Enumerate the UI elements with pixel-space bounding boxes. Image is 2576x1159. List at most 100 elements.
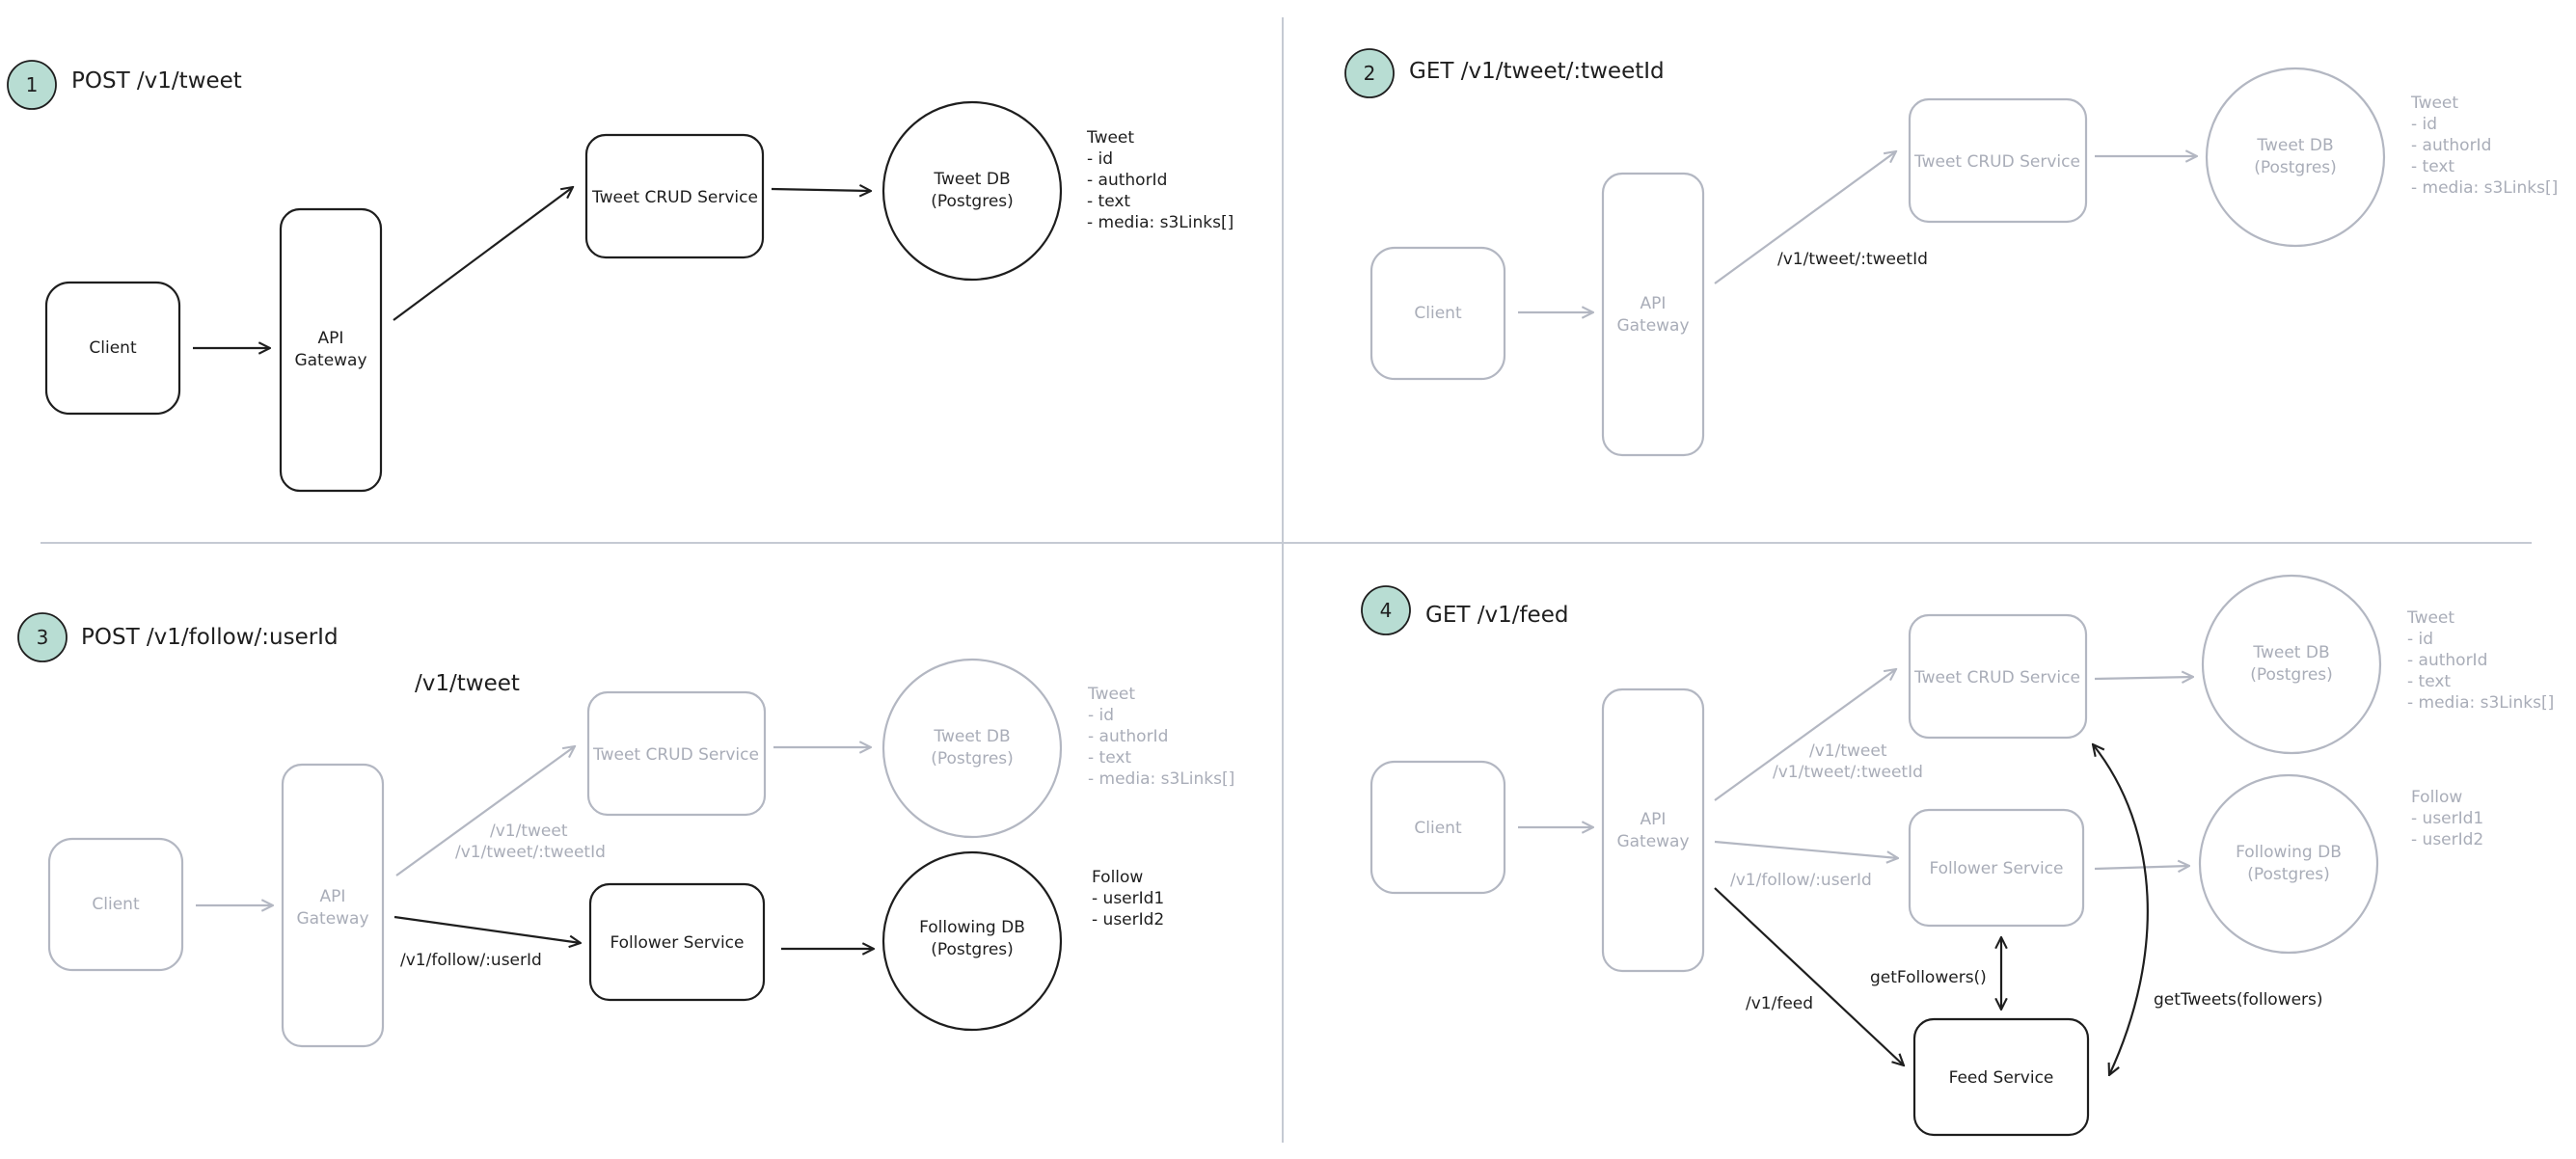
follow-schema: Follow - userId1 - userId2	[1092, 868, 1164, 930]
tweet-crud-service-box[interactable]	[1908, 97, 2088, 224]
client-box[interactable]	[47, 837, 184, 972]
api-gateway-label-line2: Gateway	[294, 351, 366, 370]
tweet-route-label-2: /v1/tweet/:tweetId	[1773, 763, 1923, 782]
schema-line: - authorId	[1088, 727, 1168, 746]
tweet-db-circle[interactable]	[2205, 67, 2386, 248]
step-badge-2	[1344, 48, 1395, 98]
tweet-route-label-2: /v1/tweet/:tweetId	[455, 843, 606, 862]
tweet-db-label-line1: Tweet DB	[933, 170, 1010, 189]
arrow-gateway-to-tweet-service	[395, 746, 575, 876]
schema-line: Follow	[1092, 868, 1143, 887]
tweet-db-label-line2: (Postgres)	[931, 749, 1014, 768]
schema-line: - userId2	[2411, 830, 2483, 849]
tweet-route-label-1: /v1/tweet	[1809, 741, 1887, 761]
tweet-db-circle[interactable]	[881, 658, 1063, 839]
panel-4: 4 GET /v1/feed Client API Gateway Tweet …	[1361, 574, 2554, 1137]
tweet-db-label-line1: Tweet DB	[2252, 643, 2329, 662]
tweet-schema: Tweet - id - authorId - text - media: s3…	[1086, 128, 1234, 232]
schema-line: Follow	[2411, 788, 2462, 807]
api-gateway-label-line2: Gateway	[1616, 316, 1689, 336]
arrow-gateway-to-tweet-service	[393, 187, 573, 321]
schema-line: - authorId	[1087, 171, 1167, 190]
tweet-crud-service-box[interactable]	[1908, 613, 2088, 740]
panel-3-title: POST /v1/follow/:userId	[81, 625, 339, 650]
following-db-label-line2: (Postgres)	[2247, 865, 2330, 884]
step-number-2: 2	[1364, 62, 1376, 85]
api-gateway-label-line2: Gateway	[1616, 832, 1689, 851]
api-gateway-box[interactable]	[279, 207, 383, 493]
route-label: /v1/tweet/:tweetId	[1777, 250, 1928, 269]
tweet-schema: Tweet - id - authorId - text - media: s3…	[1087, 685, 1234, 789]
schema-line: - id	[2407, 630, 2433, 649]
client-label: Client	[89, 338, 137, 358]
schema-line: - userId1	[2411, 809, 2483, 828]
tweet-schema: Tweet - id - authorId - text - media: s3…	[2406, 608, 2554, 713]
feed-service-box[interactable]	[1912, 1017, 2090, 1137]
schema-line: - text	[1088, 748, 1131, 768]
panel-2-title: GET /v1/tweet/:tweetId	[1409, 59, 1665, 84]
api-gateway-box[interactable]	[1601, 687, 1705, 973]
schema-line: - authorId	[2407, 651, 2487, 670]
api-gateway-box[interactable]	[281, 763, 385, 1048]
step-badge-1	[7, 60, 57, 110]
tweet-db-label-line2: (Postgres)	[931, 192, 1014, 211]
arrow-gateway-to-tweet-service	[1714, 151, 1896, 284]
arrow-tweet-service-to-db	[2094, 677, 2193, 679]
tweet-route-label-1: /v1/tweet	[490, 822, 568, 841]
client-label: Client	[1414, 819, 1462, 838]
client-box[interactable]	[44, 281, 181, 416]
arrow-tweet-service-to-db	[771, 189, 871, 191]
schema-line: - authorId	[2411, 136, 2491, 155]
step-badge-3	[17, 612, 68, 662]
client-box[interactable]	[1369, 760, 1506, 895]
tweet-crud-service-label: Tweet CRUD Service	[1913, 668, 2080, 687]
following-db-circle[interactable]	[2198, 773, 2379, 955]
step-number-1: 1	[26, 73, 39, 96]
arrow-gateway-to-tweet-service	[1714, 669, 1896, 801]
schema-line: - media: s3Links[]	[2407, 693, 2554, 713]
client-label: Client	[1414, 304, 1462, 323]
tweet-schema: Tweet - id - authorId - text - media: s3…	[2410, 94, 2558, 198]
schema-line: Tweet	[2406, 608, 2454, 628]
client-box[interactable]	[1369, 246, 1506, 381]
following-db-label-line2: (Postgres)	[931, 940, 1014, 959]
panel-1: 1 POST /v1/tweet Client API Gateway Twee…	[7, 60, 1234, 493]
schema-line: - id	[1088, 706, 1114, 725]
schema-line: - userId1	[1092, 889, 1164, 908]
api-gateway-label-line1: API	[318, 329, 344, 348]
schema-line: Tweet	[2410, 94, 2458, 113]
arrow-gateway-to-follower-service	[393, 915, 581, 943]
tweet-db-label-line2: (Postgres)	[2254, 158, 2337, 177]
tweet-crud-service-label: Tweet CRUD Service	[591, 188, 758, 207]
follow-route-label: /v1/follow/:userId	[400, 951, 542, 970]
step-number-3: 3	[37, 626, 49, 649]
schema-line: - text	[1087, 192, 1130, 211]
api-gateway-label-line1: API	[320, 887, 346, 906]
tweet-crud-service-box[interactable]	[584, 133, 765, 259]
tweet-crud-service-box[interactable]	[586, 690, 767, 817]
client-label: Client	[92, 895, 140, 914]
panel-2: 2 GET /v1/tweet/:tweetId Client API Gate…	[1344, 48, 2558, 457]
follower-service-box[interactable]	[588, 882, 766, 1002]
following-db-circle[interactable]	[881, 850, 1063, 1032]
arrow-feed-tweet-bidirectional	[2093, 744, 2149, 1075]
panel-3: 3 POST /v1/follow/:userId /v1/tweet Clie…	[17, 612, 1234, 1048]
panel-1-title: POST /v1/tweet	[71, 68, 242, 94]
floating-route-label: /v1/tweet	[415, 671, 520, 696]
schema-line: - media: s3Links[]	[2411, 178, 2558, 198]
arrow-follower-service-to-following-db	[2094, 866, 2189, 869]
follower-service-label: Follower Service	[1929, 859, 2063, 878]
follower-service-box[interactable]	[1908, 808, 2085, 928]
api-gateway-box[interactable]	[1601, 172, 1705, 457]
schema-line: - media: s3Links[]	[1087, 213, 1234, 232]
tweet-db-label-line1: Tweet DB	[933, 727, 1010, 746]
tweet-db-circle[interactable]	[881, 100, 1063, 282]
follow-route-label: /v1/follow/:userId	[1730, 871, 1872, 890]
follower-service-label: Follower Service	[610, 933, 744, 953]
tweet-db-circle[interactable]	[2201, 574, 2382, 755]
tweet-db-label-line2: (Postgres)	[2250, 665, 2333, 685]
get-followers-label: getFollowers()	[1870, 968, 1987, 987]
feed-route-label: /v1/feed	[1746, 994, 1813, 1013]
schema-line: Tweet	[1086, 128, 1134, 148]
